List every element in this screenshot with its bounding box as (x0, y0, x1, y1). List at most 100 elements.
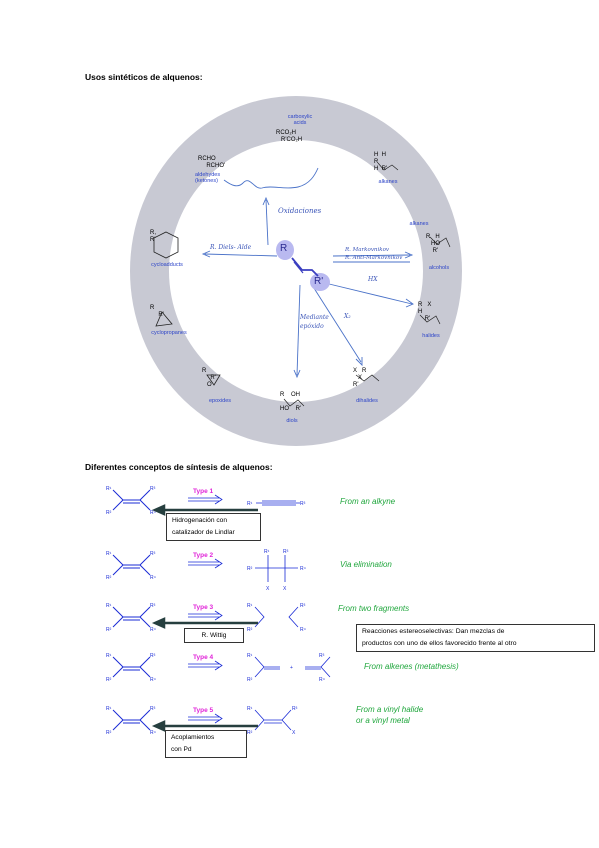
svg-text:R²: R² (247, 730, 253, 736)
node-alkanes-2-label: alkanes (409, 221, 429, 227)
node-cyclopropanes-formula: R R' (150, 305, 164, 318)
svg-text:R²: R² (247, 627, 253, 633)
svg-text:R³: R³ (150, 603, 156, 609)
node-carboxylic-acids-formula: RCO₂H R'CO₂H (276, 130, 303, 143)
node-epoxides-label: epoxides (208, 398, 232, 404)
section-heading-uses: Usos sintéticos de alquenos: (85, 72, 203, 82)
node-alcohols-formula: R H HO R' (426, 234, 441, 254)
type-4-label: Type 4 (193, 654, 214, 661)
node-epoxides-formula: R R' O (202, 368, 216, 388)
box-lindlar: Hidrogenación con catalizador de Lindlar (166, 513, 261, 541)
type-3-label: Type 3 (193, 604, 214, 611)
node-halides-label: halides (422, 333, 440, 339)
svg-text:R³: R³ (292, 706, 298, 712)
type-3-description: From two fragments (338, 604, 410, 613)
note-antimarkovnikov: R. Anti-Markovnikov (345, 255, 403, 261)
type-2-label: Type 2 (193, 552, 214, 559)
node-cycloadducts-label: cycloadducts (151, 262, 183, 268)
svg-text:R¹: R¹ (106, 706, 112, 712)
svg-text:R¹: R¹ (106, 603, 112, 609)
node-halides-formula: R X H R' (418, 302, 432, 322)
node-alkanes-label: alkanes (378, 179, 398, 185)
note-epoxido: Mediante epóxido (300, 314, 329, 330)
type-1-description: From an alkyne (340, 497, 396, 506)
type-2-description: Via elimination (340, 560, 392, 569)
cyclopropane-ring (155, 311, 173, 327)
row1-alkene: R¹ R³ R² R⁴ (106, 486, 156, 516)
svg-text:R⁴: R⁴ (150, 627, 156, 633)
svg-text:X: X (266, 586, 270, 592)
node-aldehydes-formula: RCHO RCHO' (198, 156, 226, 169)
svg-text:R³: R³ (300, 603, 306, 609)
svg-text:R¹: R¹ (247, 653, 253, 659)
svg-text:+: + (290, 665, 293, 671)
center-r-top: R (280, 243, 288, 254)
svg-text:R¹: R¹ (106, 653, 112, 659)
row3-alkene: R¹ R³ R² R⁴ (106, 603, 156, 633)
svg-text:R¹: R¹ (106, 486, 112, 492)
svg-text:R²: R² (106, 677, 112, 683)
svg-text:R²: R² (106, 510, 112, 516)
row2-alkene: R¹ R³ R² R⁴ (106, 551, 156, 581)
svg-text:R⁴: R⁴ (150, 677, 156, 683)
node-alcohols-label: alcohols (428, 265, 450, 271)
type-4-description: From alkenes (metathesis) (364, 662, 459, 671)
svg-text:R²: R² (247, 566, 253, 572)
epoxide-ring (206, 374, 221, 386)
row5-alkene: R¹ R³ R² R⁴ (106, 706, 156, 736)
central-alkene-bonds (291, 257, 319, 277)
node-cyclopropanes-label: cyclopropanes (151, 330, 187, 336)
center-r-bottom: R' (314, 276, 324, 287)
svg-text:R¹: R¹ (247, 603, 253, 609)
node-diols-formula: R OH HO R' (280, 392, 302, 412)
svg-text:R¹: R¹ (264, 549, 270, 555)
row4-alkene: R¹ R³ R² R⁴ (106, 653, 156, 683)
box-pd-coupling: Acoplamientos con Pd (165, 730, 247, 758)
svg-text:R³: R³ (150, 486, 156, 492)
note-hx: HX (368, 276, 378, 283)
alkene-uses-diagram (130, 96, 462, 446)
svg-text:R¹: R¹ (247, 706, 253, 712)
box-wittig: R. Wittig (184, 628, 244, 643)
svg-text:R²: R² (247, 677, 253, 683)
r-bubble-top (276, 240, 294, 260)
node-dihalides-formula: X R X R' (353, 368, 367, 388)
svg-text:R⁴: R⁴ (150, 730, 156, 736)
svg-text:X: X (292, 730, 296, 736)
svg-text:R³: R³ (150, 551, 156, 557)
svg-text:R²: R² (106, 730, 112, 736)
svg-text:R³: R³ (150, 706, 156, 712)
node-dihalides-label: dihalides (356, 398, 378, 404)
node-aldehydes-label: aldehydes (ketones) (195, 172, 221, 184)
note-oxidaciones: Oxidaciones (278, 207, 322, 215)
node-carboxylic-acids-label: carboxylic acids (287, 114, 313, 126)
node-cycloadducts-formula: R, R' (150, 230, 156, 243)
box-stereoselective-note: Reacciones estereoselectivas: Dan mezcla… (356, 624, 595, 652)
type-5-description: From a vinyl halide or a vinyl metal (356, 705, 424, 725)
svg-text:R³: R³ (150, 653, 156, 659)
svg-text:R⁴: R⁴ (150, 575, 156, 581)
node-alkanes-formula: H H R H R' (374, 152, 388, 172)
type-5-label: Type 5 (193, 707, 214, 714)
svg-text:R²: R² (106, 627, 112, 633)
section-heading-concepts: Diferentes conceptos de síntesis de alqu… (85, 462, 273, 472)
note-diels-alder: R. Diels- Alde (210, 244, 252, 251)
type-1-label: Type 1 (193, 488, 214, 495)
svg-text:R⁴: R⁴ (300, 566, 306, 572)
row5-vinyl: R¹ R² R³ X (247, 706, 298, 736)
svg-text:R¹: R¹ (247, 501, 253, 507)
inner-circle (169, 140, 423, 402)
svg-text:R²: R² (106, 575, 112, 581)
reaction-arrows (201, 167, 414, 379)
forward-arrows (188, 494, 223, 724)
svg-text:R⁴: R⁴ (150, 510, 156, 516)
note-x2: X₂ (344, 313, 351, 320)
cyclohexene-ring (153, 231, 179, 259)
svg-text:R¹: R¹ (106, 551, 112, 557)
note-markovnikov: R. Markovnikov (345, 247, 389, 253)
